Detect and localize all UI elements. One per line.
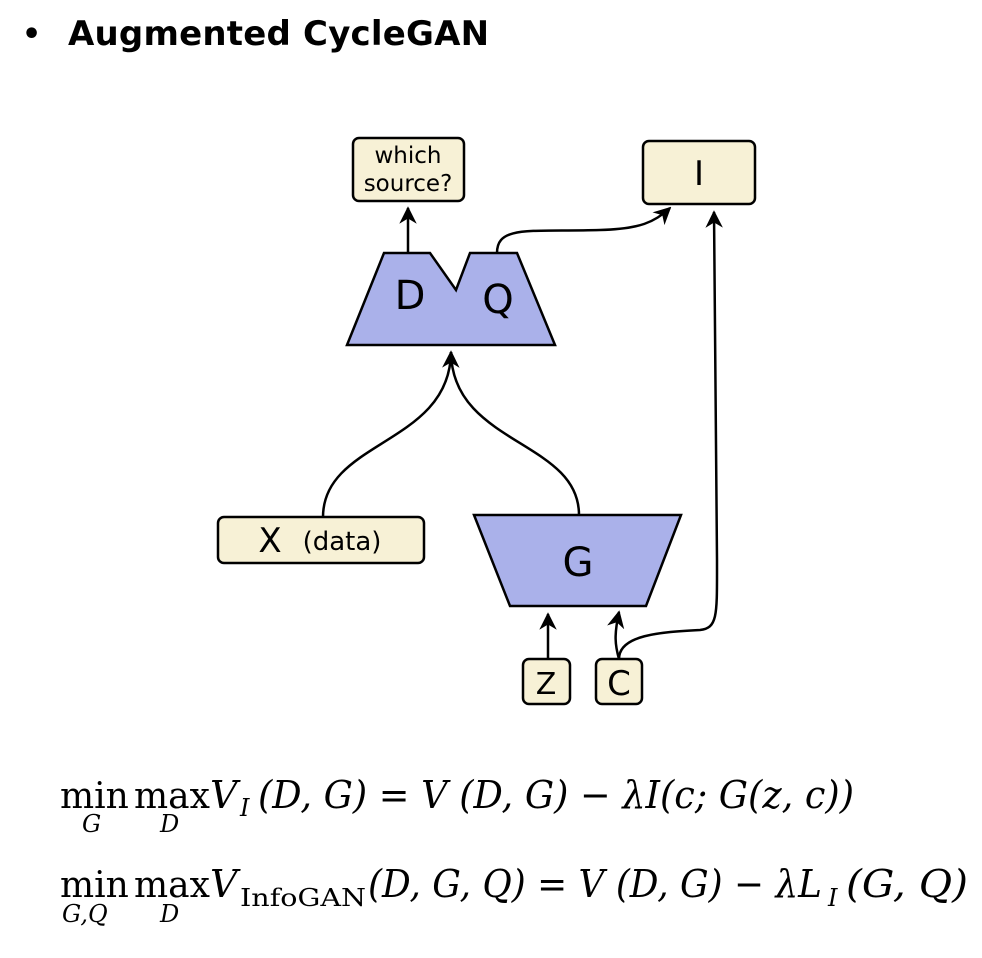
discriminator-label: D [395, 273, 426, 319]
arrow-g-to-d [449, 351, 581, 516]
heading-row: • Augmented CycleGAN [22, 14, 489, 54]
eq2-rest: (D, G, Q) = V (D, G) − λL [368, 862, 822, 906]
eq2-max: max [134, 865, 210, 906]
eq2-max-sub: D [159, 900, 179, 928]
data-sub-label: (data) [303, 527, 382, 557]
eq1-min: min [60, 776, 129, 817]
info-box: I [641, 139, 757, 206]
arrow-c-to-g [607, 610, 625, 660]
noise-label: Z [536, 667, 557, 702]
q-network-label: Q [482, 277, 513, 323]
which-source-box: which source? [351, 136, 466, 203]
eq2-min: min [60, 865, 129, 906]
info-box-label: I [694, 154, 704, 194]
eq1-rest: (D, G) = V (D, G) − λI(c; G(z, c)) [258, 773, 854, 817]
eq1-max: max [134, 776, 210, 817]
data-main-label: X [258, 521, 281, 561]
equation-2: min G,Q max D V InfoGAN (D, G, Q) = V (D… [60, 862, 968, 928]
eq2-l-sub: I [827, 884, 838, 912]
arrow-q-to-info [495, 206, 672, 254]
which-source-line1: which [374, 143, 441, 169]
eq2-tail: (G, Q) [846, 862, 968, 906]
data-box: X (data) [216, 515, 426, 565]
eq2-v: V [210, 862, 241, 906]
eq1-min-sub: G [82, 810, 101, 838]
code-label: C [607, 664, 631, 704]
generator-label: G [563, 540, 594, 586]
bullet-point: • [22, 16, 42, 52]
generator: G [472, 513, 683, 608]
eq1-v: V [210, 773, 241, 817]
eq1-v-sub: I [239, 794, 250, 822]
discriminator-q-network: D Q [345, 251, 557, 347]
eq2-min-sub: G,Q [62, 900, 108, 928]
code-box: C [594, 657, 644, 706]
eq1-max-sub: D [159, 810, 179, 838]
which-source-line2: source? [364, 171, 453, 197]
eq2-v-sub: InfoGAN [240, 884, 366, 912]
page-title: Augmented CycleGAN [68, 14, 490, 54]
equation-1: min G max D V I (D, G) = V (D, G) − λI(c… [60, 773, 854, 838]
arrow-data-to-d [321, 350, 460, 518]
arrow-c-to-info [617, 210, 723, 660]
noise-box: Z [521, 657, 572, 706]
